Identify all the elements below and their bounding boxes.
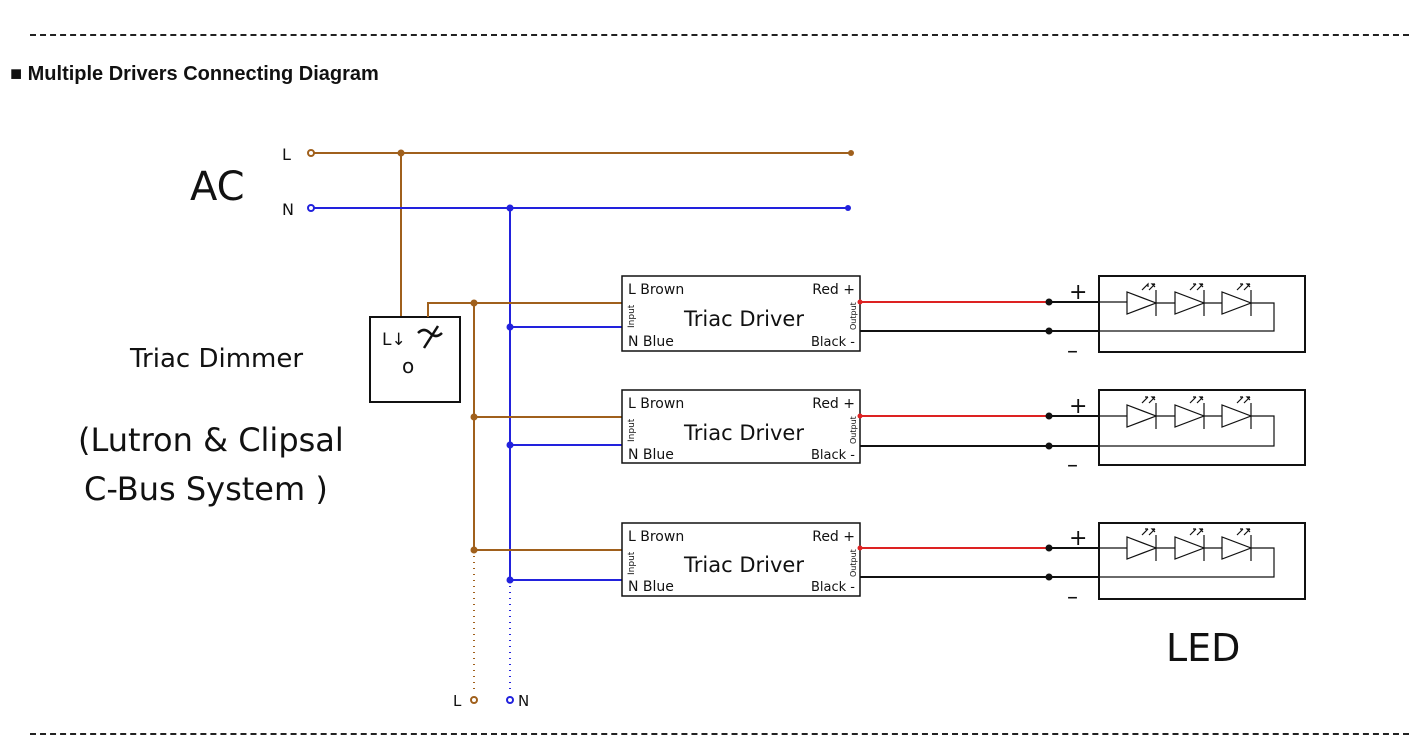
dimmer-systems-line2: C-Bus System ) (84, 470, 328, 508)
driver-output-pos: Red + (812, 529, 855, 545)
positive-wires (860, 301, 1049, 549)
triac-dimmer-box (369, 316, 461, 403)
bottom-line-label: L (453, 692, 462, 710)
dimmed-line-junctions (470, 299, 478, 554)
driver-input-l: L Brown (628, 396, 684, 412)
led-plus-1: + (1069, 280, 1087, 305)
driver-input-side: Input (627, 418, 637, 442)
driver-output-side: Output (849, 549, 858, 577)
driver-input-l: L Brown (628, 282, 684, 298)
driver-output-side: Output (849, 416, 858, 444)
driver-input-side: Input (627, 304, 637, 328)
driver-title: Triac Driver (683, 421, 804, 445)
driver-output-pos: Red + (812, 282, 855, 298)
dimmer-systems-line1: (Lutron & Clipsal (78, 421, 344, 459)
led-module-2 (1098, 389, 1306, 466)
led-minus-3: – (1067, 585, 1078, 610)
driver-output-neg: Black - (811, 580, 855, 595)
led-minus-1: – (1067, 339, 1078, 364)
ac-neutral-end-terminal (845, 205, 851, 211)
output-junctions (857, 298, 1053, 581)
bottom-neutral-label: N (518, 692, 529, 710)
triac-driver-2: L Brown Red + Triac Driver N Blue Black … (621, 389, 861, 464)
dimmer-adjust-icon (417, 325, 443, 349)
driver-input-n: N Blue (628, 579, 674, 595)
ac-neutral-terminal (307, 204, 315, 212)
dimmer-knob-symbol: o (402, 354, 414, 378)
driver-input-side: Input (627, 551, 637, 575)
dimmed-line-bus (427, 302, 622, 551)
led-plus-2: + (1069, 394, 1087, 419)
bottom-neutral-terminal (506, 696, 514, 704)
ac-line-junction (397, 149, 405, 157)
dimmer-terminal-label: L↓ (382, 330, 406, 350)
triac-driver-1: L Brown Red + Triac Driver N Blue Black … (621, 275, 861, 352)
driver-output-neg: Black - (811, 448, 855, 463)
ac-line-label: L (282, 145, 291, 164)
ac-line-terminal (307, 149, 315, 157)
negative-wires (860, 330, 1099, 578)
ac-neutral-junction (506, 204, 514, 212)
dimmer-name: Triac Dimmer (129, 344, 303, 374)
driver-title: Triac Driver (683, 307, 804, 331)
ac-line-end-terminal (848, 150, 854, 156)
ac-neutral-label: N (282, 200, 294, 219)
ac-label: AC (190, 164, 245, 210)
driver-input-n: N Blue (628, 334, 674, 350)
led-minus-2: – (1067, 453, 1078, 478)
led-module-1 (1098, 275, 1306, 353)
neutral-branches (510, 326, 622, 581)
driver-title: Triac Driver (683, 553, 804, 577)
triac-driver-3: L Brown Red + Triac Driver N Blue Black … (621, 522, 861, 597)
driver-input-l: L Brown (628, 529, 684, 545)
driver-output-pos: Red + (812, 396, 855, 412)
led-module-3 (1098, 522, 1306, 600)
driver-output-side: Output (849, 302, 858, 330)
driver-input-n: N Blue (628, 447, 674, 463)
neutral-junctions (506, 323, 514, 584)
page-title: ■ Multiple Drivers Connecting Diagram (10, 63, 379, 85)
bottom-line-terminal (470, 696, 478, 704)
led-label: LED (1166, 626, 1240, 670)
ac-neutral-wire (311, 207, 848, 582)
positive-leads (1049, 301, 1099, 549)
led-plus-3: + (1069, 526, 1087, 551)
top-divider (30, 34, 1409, 36)
bottom-divider (30, 733, 1409, 735)
driver-output-neg: Black - (811, 335, 855, 350)
